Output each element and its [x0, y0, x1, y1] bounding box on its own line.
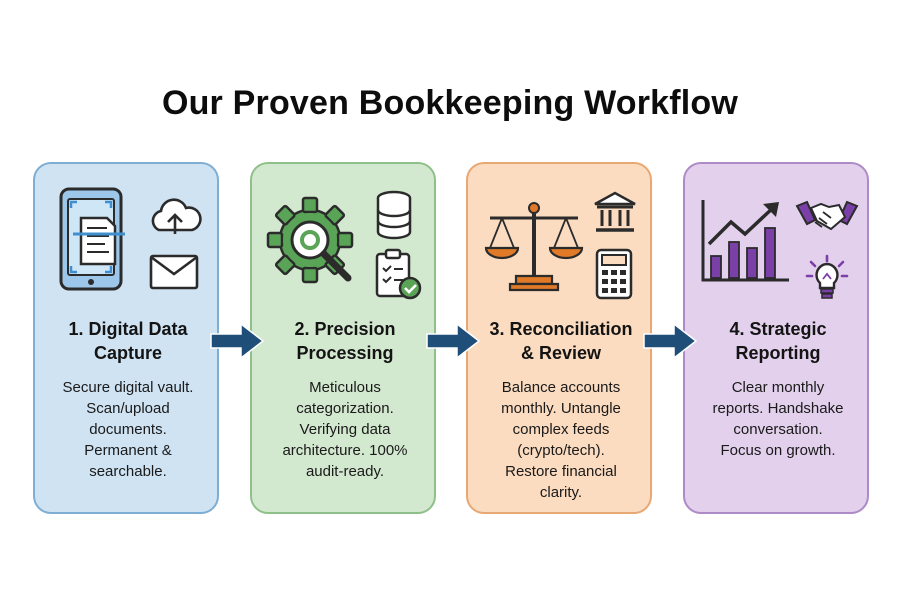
step-1-icons: [35, 182, 221, 300]
step-4-title: 4. Strategic Reporting: [691, 317, 865, 365]
step-4-line: conversation.: [733, 421, 823, 438]
cloud-upload-icon: [151, 198, 202, 234]
arrow-right-icon: [210, 323, 265, 359]
workflow-step-4: 4. Strategic Reporting Clear monthly rep…: [683, 162, 869, 514]
step-4-description: Clear monthly reports. Handshake convers…: [691, 377, 865, 461]
step-2-icons: [252, 182, 438, 300]
step-2-line: categorization.: [296, 400, 394, 417]
step-4-line: Clear monthly: [731, 379, 825, 396]
step-3-line: Balance accounts: [501, 379, 621, 396]
step-4-icons: [685, 182, 871, 300]
step-1-line: documents.: [89, 421, 167, 438]
balance-scale-icon: [484, 202, 584, 292]
workflow-step-1: 1. Digital Data Capture Secure digital v…: [33, 162, 219, 514]
step-4-line: Focus on growth.: [720, 442, 836, 459]
step-1-title: 1. Digital Data Capture: [41, 317, 215, 365]
bank-icon: [594, 191, 636, 232]
step-3-line: monthly. Untangle: [501, 400, 621, 417]
calculator-icon: [595, 248, 633, 300]
step-3-description: Balance accounts monthly. Untangle compl…: [474, 377, 648, 503]
step-2-line: architecture. 100%: [282, 442, 408, 459]
step-3-line: clarity.: [539, 484, 583, 501]
step-4-line: reports. Handshake: [712, 400, 844, 417]
step-1-line: Scan/upload: [86, 400, 170, 417]
arrow-right-icon: [426, 323, 481, 359]
arrow-right-icon: [643, 323, 698, 359]
step-1-description: Secure digital vault. Scan/upload docume…: [41, 377, 215, 482]
step-1-line: Permanent &: [84, 442, 172, 459]
step-4-title-line-2: Reporting: [735, 343, 821, 363]
step-1-line: Secure digital vault.: [62, 379, 194, 396]
step-3-title-line-2: & Review: [520, 343, 602, 363]
tablet-scan-icon: [59, 187, 125, 291]
step-3-line: complex feeds: [512, 421, 610, 438]
step-2-description: Meticulous categorization. Verifying dat…: [258, 377, 432, 482]
step-1-title-line-1: 1. Digital Data: [68, 319, 188, 339]
lightbulb-icon: [805, 254, 849, 299]
step-3-line: Restore financial: [505, 463, 617, 480]
step-2-title-line-1: 2. Precision: [294, 319, 396, 339]
step-3-line: (crypto/tech).: [517, 442, 605, 459]
step-2-line: audit-ready.: [305, 463, 385, 480]
step-3-title: 3. Reconciliation & Review: [474, 317, 648, 365]
step-2-title-line-2: Processing: [296, 343, 394, 363]
step-3-title-line-1: 3. Reconciliation: [489, 319, 633, 339]
step-1-line: searchable.: [89, 463, 167, 480]
clipboard-check-icon: [375, 248, 422, 300]
workflow-step-2: 2. Precision Processing Meticulous categ…: [250, 162, 436, 514]
step-2-line: Verifying data: [299, 421, 391, 438]
step-2-line: Meticulous: [309, 379, 381, 396]
step-4-title-line-1: 4. Strategic: [729, 319, 827, 339]
workflow-step-3: 3. Reconciliation & Review Balance accou…: [466, 162, 652, 514]
gear-magnifier-icon: [266, 196, 354, 284]
envelope-icon: [149, 254, 199, 290]
step-1-title-line-2: Capture: [93, 343, 162, 363]
step-3-icons: [468, 182, 654, 300]
page-title: Our Proven Bookkeeping Workflow: [161, 84, 739, 122]
growth-chart-icon: [701, 200, 789, 282]
step-2-title: 2. Precision Processing: [258, 317, 432, 365]
handshake-icon: [795, 200, 859, 231]
database-icon: [376, 190, 412, 240]
